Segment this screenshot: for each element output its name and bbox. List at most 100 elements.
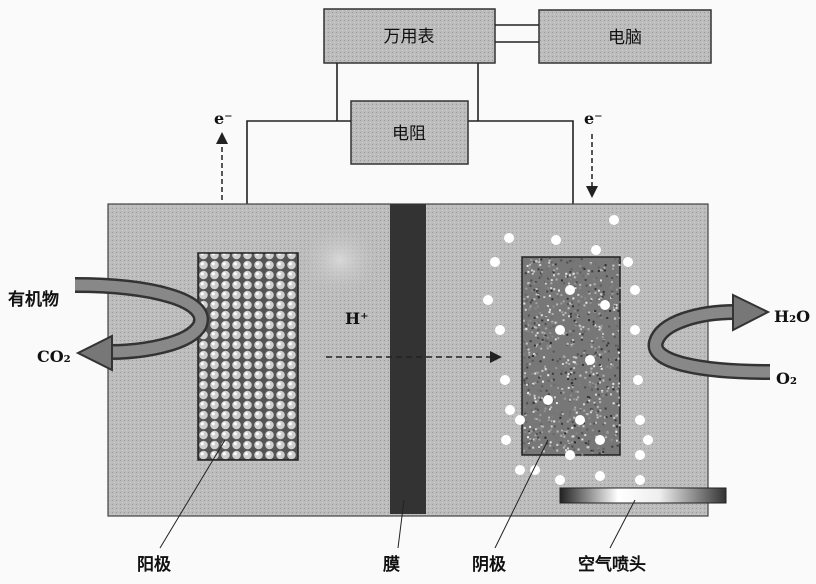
cathode-texture [568, 400, 571, 403]
cathode-texture [529, 305, 532, 308]
cathode-texture [552, 263, 555, 266]
cathode-texture [556, 449, 559, 452]
cathode-texture [539, 271, 542, 274]
cathode-texture [579, 283, 582, 286]
cathode-texture [579, 265, 582, 268]
cathode-texture [535, 321, 538, 324]
cathode-texture [535, 293, 538, 296]
cathode-texture [564, 432, 567, 435]
cathode-texture [550, 425, 553, 428]
cathode-texture [613, 357, 616, 360]
cathode-texture [573, 441, 576, 444]
cathode-texture [608, 325, 611, 328]
cathode-texture [552, 378, 555, 381]
cathode-texture [609, 358, 612, 361]
cathode-texture [544, 368, 547, 371]
cathode-texture [562, 391, 565, 394]
cathode-texture [525, 420, 528, 423]
cathode-texture [529, 263, 532, 266]
cathode-texture [580, 328, 583, 331]
cathode-texture [534, 381, 537, 384]
cathode-texture [554, 338, 557, 341]
electron-left-label: e⁻ [214, 109, 233, 128]
membrane-label: 膜 [383, 554, 400, 575]
cathode-texture [605, 393, 608, 396]
cathode-texture [609, 393, 612, 396]
cathode-texture [594, 392, 597, 395]
cathode-texture [591, 408, 594, 411]
cathode-texture [525, 329, 528, 332]
cathode-texture [591, 270, 594, 273]
cathode-texture [555, 436, 558, 439]
cathode-texture [593, 283, 596, 286]
cathode-texture [563, 430, 566, 433]
cathode-texture [546, 339, 549, 342]
cathode-texture [581, 438, 584, 441]
cathode-texture [552, 350, 555, 353]
cathode-texture [598, 363, 601, 366]
cathode-texture [539, 353, 542, 356]
cathode-texture [550, 282, 553, 285]
cathode-texture [532, 402, 535, 405]
cathode-texture [616, 444, 619, 447]
cathode-texture [574, 361, 577, 364]
cathode-texture [584, 442, 587, 445]
air-bubble [555, 325, 565, 335]
cathode-texture [570, 301, 573, 304]
air-bubble [495, 325, 505, 335]
cathode-texture [523, 328, 526, 331]
cathode-texture [534, 334, 537, 337]
cathode-texture [613, 317, 616, 320]
cathode-texture [538, 419, 541, 422]
cathode-texture [528, 432, 531, 435]
cathode-texture [532, 429, 535, 432]
cathode-texture [533, 439, 536, 442]
cathode-texture [548, 265, 551, 268]
cathode-texture [612, 264, 615, 267]
cathode-texture [567, 378, 570, 381]
cathode-texture [610, 438, 613, 441]
cathode-texture [613, 305, 616, 308]
cathode-texture [596, 414, 599, 417]
cathode-texture [561, 422, 564, 425]
cathode-texture [540, 443, 543, 446]
cathode-texture [530, 269, 533, 272]
cathode-texture [567, 307, 570, 310]
water-label: H₂O [774, 307, 810, 326]
cathode-texture [590, 345, 593, 348]
cathode-texture [596, 388, 599, 391]
cathode-texture [531, 409, 534, 412]
cathode-texture [586, 446, 589, 449]
cathode-texture [562, 333, 565, 336]
cathode-texture [553, 396, 556, 399]
cathode-texture [546, 267, 549, 270]
air-bubble [500, 375, 510, 385]
cathode-texture [576, 272, 579, 275]
cathode-texture [584, 434, 587, 437]
cathode-texture [595, 435, 598, 438]
cathode-texture [570, 334, 573, 337]
cathode-texture [611, 445, 614, 448]
cathode-texture [531, 272, 534, 275]
cathode-texture [576, 377, 579, 380]
cathode-texture [602, 339, 605, 342]
cathode-texture [560, 434, 563, 437]
cathode-texture [593, 324, 596, 327]
cathode-texture [525, 342, 528, 345]
air-bubble [483, 295, 493, 305]
cathode-texture [607, 350, 610, 353]
resistor-box: 电阻 [350, 100, 469, 165]
cathode-texture [604, 422, 607, 425]
cathode-texture [564, 449, 567, 452]
cathode-texture [531, 354, 534, 357]
cathode-texture [533, 397, 536, 400]
cathode-texture [590, 340, 593, 343]
cathode-texture [553, 383, 556, 386]
cathode-texture [572, 342, 575, 345]
cathode-texture [549, 327, 552, 330]
cathode-texture [546, 287, 549, 290]
cathode-texture [559, 416, 562, 419]
cathode-texture [531, 359, 534, 362]
cathode-texture [550, 279, 553, 282]
